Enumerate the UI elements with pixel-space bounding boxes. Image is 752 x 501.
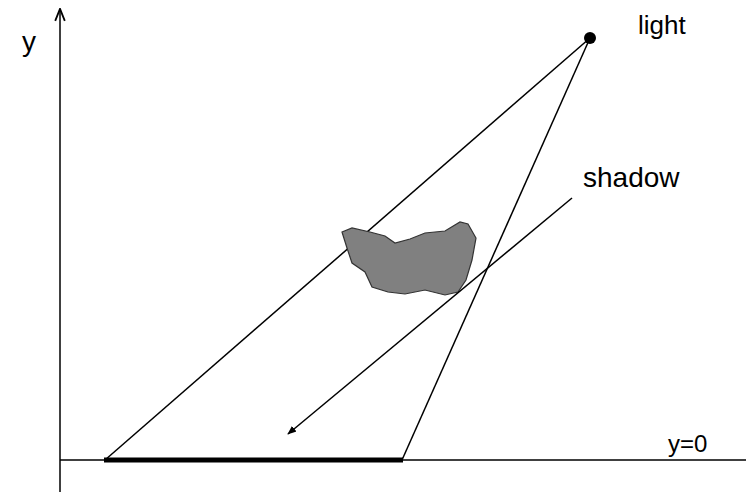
y-axis — [59, 10, 61, 492]
shadow-segment — [104, 458, 403, 463]
shadow-label: shadow — [583, 164, 680, 192]
occluding-object — [342, 222, 476, 295]
axis-equation: y=0 — [668, 432, 707, 456]
light-source — [584, 32, 596, 44]
light-ray — [105, 38, 590, 460]
axis-label: y — [22, 28, 36, 56]
x-axis — [60, 459, 746, 461]
leader-arrow — [288, 198, 572, 434]
light-label: light — [638, 12, 686, 38]
